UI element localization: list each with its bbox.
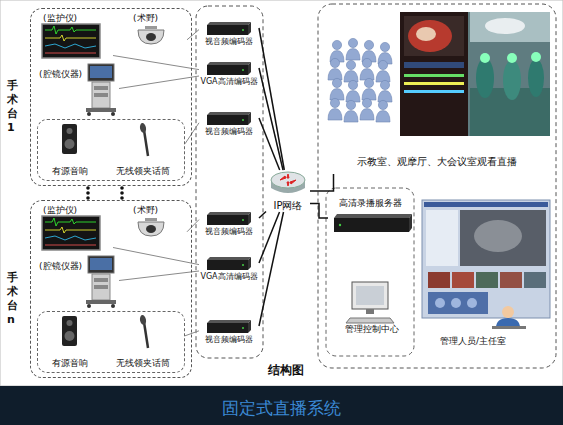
- node-label: (监护仪): [43, 13, 113, 24]
- node-label: 有源音响: [52, 166, 102, 177]
- monitor-device: (监护仪): [37, 205, 113, 255]
- encoder-group: [196, 6, 263, 358]
- operating-table-devices: [42, 24, 164, 156]
- node-label: 高清录播服务器: [328, 198, 412, 209]
- control-group: [326, 188, 414, 356]
- node-label: (术野): [133, 205, 183, 216]
- connector-line: [259, 212, 266, 219]
- node-label: VGA高清编码器: [199, 272, 259, 282]
- operating-table-group: 手术台1(监护仪)(术野)(腔镜仪器)有源音响无线领夹话筒: [30, 8, 192, 186]
- camera-device: (术野): [121, 203, 187, 251]
- node-label: 视音频编码器: [199, 37, 259, 47]
- encoder-box: VGA高清编码器: [199, 255, 259, 287]
- node-label: 有源音响: [52, 358, 102, 369]
- audience-symbol: [328, 38, 392, 122]
- server-symbol: [334, 214, 412, 232]
- caption: 固定式直播系统: [0, 398, 563, 418]
- node-label: 无线领夹话筒: [116, 358, 182, 369]
- caption-band: [0, 386, 563, 425]
- node-label: IP网络: [266, 200, 310, 212]
- router-symbol: [271, 172, 305, 193]
- viewing-area: 示教室、观摩厅、大会议室观看直播: [322, 8, 552, 174]
- connector-line: [113, 248, 199, 265]
- node-label: 示教室、观摩厅、大会议室观看直播: [322, 156, 552, 167]
- endoscope-device: (腔镜仪器): [37, 253, 119, 308]
- node-label: (监护仪): [43, 205, 113, 216]
- node-label: 管理控制中心: [332, 324, 412, 335]
- connector-line: [185, 331, 199, 336]
- live-video-screenshot: [400, 12, 550, 136]
- receiver-group: [318, 4, 556, 368]
- connector-line: [187, 30, 199, 40]
- node-label: 视音频编码器: [199, 335, 259, 345]
- control-center: 管理控制中心: [332, 278, 412, 338]
- connector-line: [259, 212, 280, 263]
- node-label: 视音频编码器: [199, 227, 259, 237]
- connector-line: [119, 271, 199, 281]
- management-software-screenshot: [422, 200, 550, 329]
- connector-line: [259, 118, 280, 170]
- encoder-box: 视音频编码器: [199, 20, 259, 52]
- connector-line: [185, 123, 199, 144]
- node-label: 视音频编码器: [199, 127, 259, 137]
- router-node: IP网络: [266, 170, 310, 212]
- node-label: (术野): [133, 13, 183, 24]
- encoder-box: VGA高清编码器: [199, 60, 259, 92]
- connector-line: [259, 28, 284, 170]
- figure-label: 结构图: [262, 363, 310, 377]
- computer-symbol: [346, 282, 394, 323]
- node-label: 管理人员/主任室: [440, 336, 540, 347]
- connector-line: [187, 220, 199, 232]
- monitor-device: (监护仪): [37, 13, 113, 63]
- encoder-box: 视音频编码器: [199, 318, 259, 350]
- connector-line: [259, 68, 283, 170]
- group-heading: 手术台n: [7, 271, 19, 327]
- connector-line: [310, 204, 328, 218]
- connector-line: [119, 76, 199, 89]
- node-label: (腔镜仪器): [39, 261, 99, 272]
- connector-line: [113, 56, 199, 70]
- node-label: (腔镜仪器): [39, 69, 99, 80]
- node-label: VGA高清编码器: [199, 77, 259, 87]
- node-label: 无线领夹话筒: [116, 166, 182, 177]
- audio-group: 有源音响 无线领夹话筒: [37, 119, 185, 181]
- connector-line: [259, 212, 284, 326]
- connector-line: [310, 174, 334, 191]
- endoscope-device: (腔镜仪器): [37, 61, 119, 116]
- camera-device: (术野): [121, 11, 187, 59]
- audio-group: 有源音响 无线领夹话筒: [37, 311, 185, 373]
- group-heading: 手术台1: [7, 79, 19, 135]
- encoder-box: 视音频编码器: [199, 110, 259, 142]
- recording-server: 高清录播服务器: [328, 196, 412, 240]
- operating-table-group: 手术台n(监护仪)(术野)(腔镜仪器)有源音响无线领夹话筒: [30, 200, 192, 378]
- encoder-box: 视音频编码器: [199, 210, 259, 242]
- manager-office: 管理人员/主任室: [418, 196, 552, 352]
- panel: [0, 0, 563, 386]
